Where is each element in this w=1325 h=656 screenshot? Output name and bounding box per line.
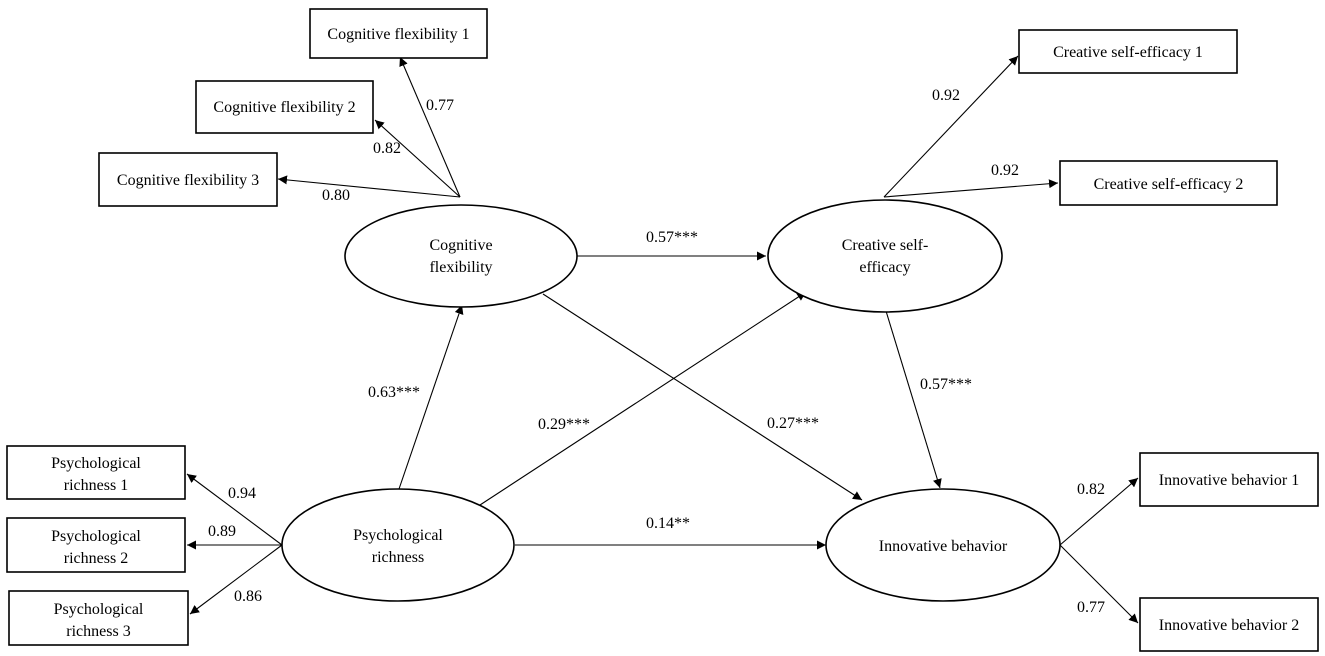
latent-cf-label-line2: flexibility [429,259,492,276]
loading-arrow-cf2 [374,119,461,198]
path-arrow-cse-to-ib [885,310,942,489]
indicator-cf3: Cognitive flexibility 3 [98,152,278,207]
indicator-cf1-label: Cognitive flexibility 1 [327,26,469,43]
path-arrow-cf-to-ib [542,293,863,501]
indicator-cse1-label: Creative self-efficacy 1 [1053,44,1203,61]
latent-cse-label-line2: efficacy [859,259,910,276]
loading-cf1: 0.77 [426,97,454,114]
latent-creative-self-efficacy: Creative self- efficacy [767,199,1003,313]
indicator-pr2: Psychological richness 2 [6,517,186,573]
indicator-pr1-label-line2: richness 1 [64,477,128,494]
indicator-pr2-label-line2: richness 2 [64,550,128,567]
indicator-cf3-label: Cognitive flexibility 3 [117,172,259,189]
loading-pr1: 0.94 [228,485,256,502]
loading-cf3: 0.80 [322,187,350,204]
latent-pr-label-line2: richness [372,549,424,566]
path-coef-pr-to-cse: 0.29*** [538,416,590,433]
indicator-pr3: Psychological richness 3 [8,590,189,646]
loading-arrow-pr1 [186,473,283,546]
indicator-pr3-label-line2: richness 3 [66,623,130,640]
path-coef-pr-to-cf: 0.63*** [368,384,420,401]
indicator-cf2-label: Cognitive flexibility 2 [213,99,355,116]
loading-arrow-ib1 [1059,477,1139,546]
loading-arrow-ib2 [1059,544,1139,624]
indicator-pr3-label-line1: Psychological [54,601,144,618]
latent-psychological-richness: Psychological richness [281,488,515,602]
loading-labels: 0.77 0.82 0.80 0.92 0.92 0.94 0.89 0.86 … [208,87,1105,616]
loading-pr2: 0.89 [208,523,236,540]
indicator-cse1: Creative self-efficacy 1 [1018,29,1238,74]
indicator-pr1: Psychological richness 1 [6,445,186,500]
path-arrow-pr-to-cf [398,304,464,490]
latent-pr-label-line1: Psychological [353,527,443,544]
loading-cse1: 0.92 [932,87,960,104]
indicator-cse2: Creative self-efficacy 2 [1059,160,1278,206]
path-coef-cf-to-cse: 0.57*** [646,229,698,246]
path-coef-cf-to-ib: 0.27*** [767,415,819,432]
latent-cse-label-line1: Creative self- [842,237,929,254]
indicator-cf2: Cognitive flexibility 2 [195,80,374,134]
loading-arrow-cse2 [883,179,1059,198]
latent-innovative-behavior: Innovative behavior [825,488,1061,602]
edges [186,55,1139,624]
latent-cf-label-line1: Cognitive [429,237,492,254]
indicator-pr1-label-line1: Psychological [51,455,141,472]
indicator-cse2-label: Creative self-efficacy 2 [1094,176,1244,193]
indicator-ib2: Innovative behavior 2 [1139,597,1319,652]
loading-cse2: 0.92 [991,162,1019,179]
loading-ib2: 0.77 [1077,599,1105,616]
indicator-cf1: Cognitive flexibility 1 [309,8,488,59]
loading-cf2: 0.82 [373,140,401,157]
loading-pr3: 0.86 [234,588,262,605]
loading-ib1: 0.82 [1077,481,1105,498]
path-coef-pr-to-ib: 0.14** [646,515,690,532]
path-coef-cse-to-ib: 0.57*** [920,376,972,393]
latent-cognitive-flexibility: Cognitive flexibility [344,204,578,308]
path-arrow-pr-to-cse [479,291,807,506]
loading-arrow-cf1 [399,56,461,198]
path-coefficient-labels: 0.57*** 0.27*** 0.63*** 0.29*** 0.14** 0… [368,229,972,532]
indicator-ib1-label: Innovative behavior 1 [1159,472,1299,489]
indicator-ib2-label: Innovative behavior 2 [1159,617,1299,634]
indicator-ib1: Innovative behavior 1 [1139,452,1319,507]
loading-arrow-pr3 [189,544,283,615]
loading-arrow-cse1 [883,55,1019,198]
indicator-pr2-label-line1: Psychological [51,528,141,545]
loading-arrow-cf3 [277,175,461,198]
latent-ib-label: Innovative behavior [879,538,1008,555]
